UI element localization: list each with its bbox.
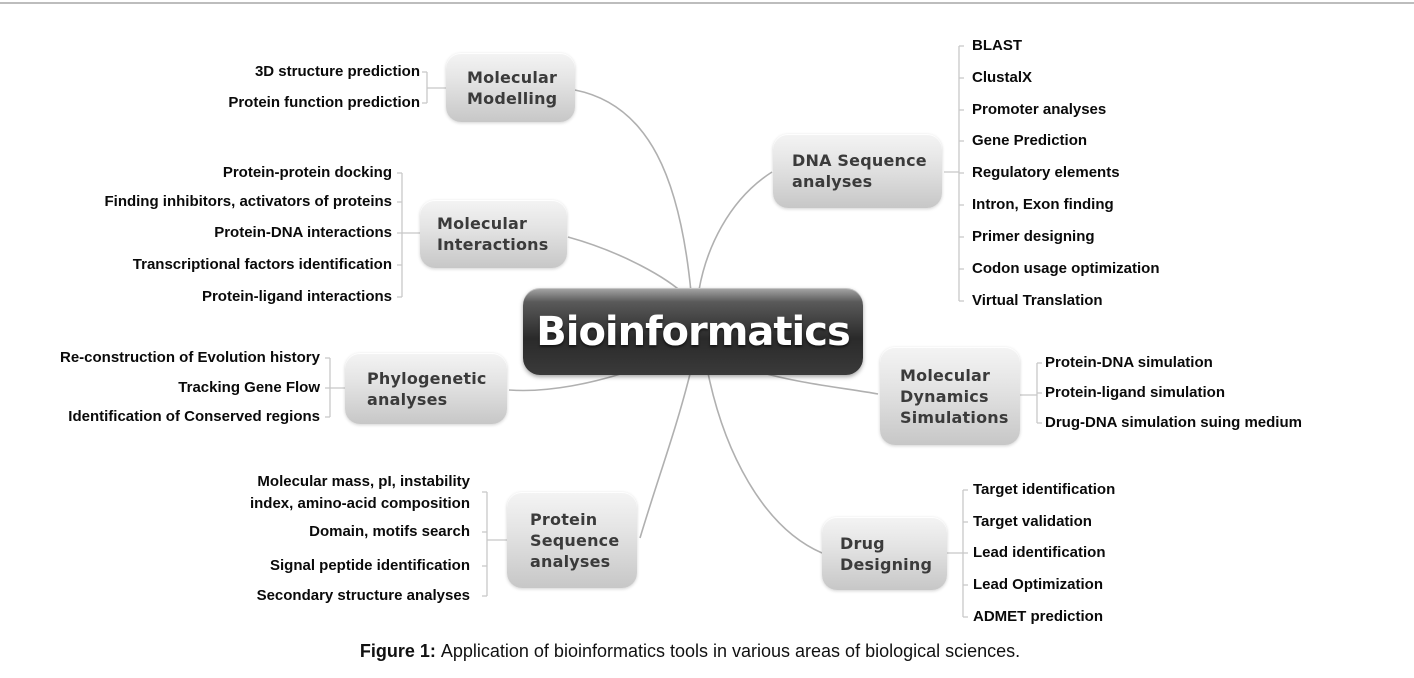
leaf-item: Tracking Gene Flow <box>178 379 320 396</box>
leaf-item: Signal peptide identification <box>269 557 470 574</box>
leaf-item: Transcriptional factors identification <box>132 256 392 273</box>
curve-phylogenetic-analyses <box>508 371 628 392</box>
leaf-item: Target validation <box>973 513 1092 530</box>
figure-caption-text: Application of bioinformatics tools in v… <box>440 641 1021 661</box>
curve-dna-sequence-analyses <box>698 171 773 291</box>
top-divider <box>0 2 1414 4</box>
leaf-item: Intron, Exon finding <box>972 196 1114 213</box>
branch-node-molecular-dynamics-simulations: Molecular Dynamics Simulations <box>880 347 1020 445</box>
leaf-item: Primer designing <box>972 228 1095 245</box>
leaf-item: ADMET prediction <box>973 608 1103 625</box>
figure-caption: Figure 1:Application of bioinformatics t… <box>0 641 1380 662</box>
leaf-item: Protein-protein docking <box>222 164 392 181</box>
leaf-tree-protein-sequence-analyses <box>482 491 507 597</box>
leaf-item: Promoter analyses <box>972 101 1107 118</box>
branch-node-phylogenetic-analyses: Phylogenetic analyses <box>345 353 507 424</box>
leaf-item: Virtual Translation <box>972 292 1103 309</box>
leaf-item: Target identification <box>973 481 1116 498</box>
leaf-item: Lead Optimization <box>973 576 1104 593</box>
leaf-item: Lead identification <box>973 544 1106 561</box>
branch-node-molecular-interactions: Molecular Interactions <box>420 200 567 268</box>
leaf-tree-drug-designing <box>947 489 968 618</box>
central-node-bioinformatics: Bioinformatics <box>523 288 863 375</box>
leaf-tree-molecular-interactions <box>397 172 420 298</box>
leaf-item: Molecular mass, pI, instability index, a… <box>249 473 470 512</box>
leaf-item: Secondary structure analyses <box>256 587 470 604</box>
leaf-connectors <box>325 45 1042 618</box>
leaf-item: ClustalX <box>972 69 1033 86</box>
leaf-tree-dna-sequence-analyses <box>944 45 964 302</box>
branch-node-molecular-modelling: Molecular Modelling <box>446 53 575 122</box>
curve-drug-designing <box>707 372 823 554</box>
leaf-tree-molecular-modelling <box>422 71 446 104</box>
branch-node-dna-sequence-analyses: DNA Sequence analyses <box>773 134 942 208</box>
leaf-item: Regulatory elements <box>972 164 1120 181</box>
leaf-item: Codon usage optimization <box>972 260 1160 277</box>
leaf-item: Protein function prediction <box>228 94 420 111</box>
branch-node-protein-sequence-analyses: Protein Sequence analyses <box>507 492 637 588</box>
leaf-item: Protein-ligand interactions <box>201 288 392 305</box>
leaf-item: 3D structure prediction <box>254 63 420 80</box>
leaf-tree-phylogenetic-analyses <box>325 357 345 418</box>
leaf-item: Protein-ligand simulation <box>1045 384 1226 401</box>
leaf-item: Domain, motifs search <box>309 523 470 540</box>
curve-protein-sequence-analyses <box>639 373 691 539</box>
branch-node-drug-designing: Drug Designing <box>822 517 947 590</box>
curve-molecular-modelling <box>574 89 692 293</box>
leaf-item: Protein-DNA interactions <box>214 224 392 241</box>
leaf-item: Protein-DNA simulation <box>1045 354 1213 371</box>
figure-caption-label: Figure 1: <box>359 641 436 661</box>
leaf-item: Re-construction of Evolution history <box>59 349 320 366</box>
leaf-item: Drug-DNA simulation suing medium <box>1045 414 1302 431</box>
leaf-item: BLAST <box>972 37 1022 54</box>
leaf-tree-molecular-dynamics <box>1020 362 1042 424</box>
leaf-item: Identification of Conserved regions <box>68 408 320 425</box>
leaf-item: Finding inhibitors, activators of protei… <box>104 193 392 210</box>
leaf-item: Gene Prediction <box>972 132 1088 149</box>
